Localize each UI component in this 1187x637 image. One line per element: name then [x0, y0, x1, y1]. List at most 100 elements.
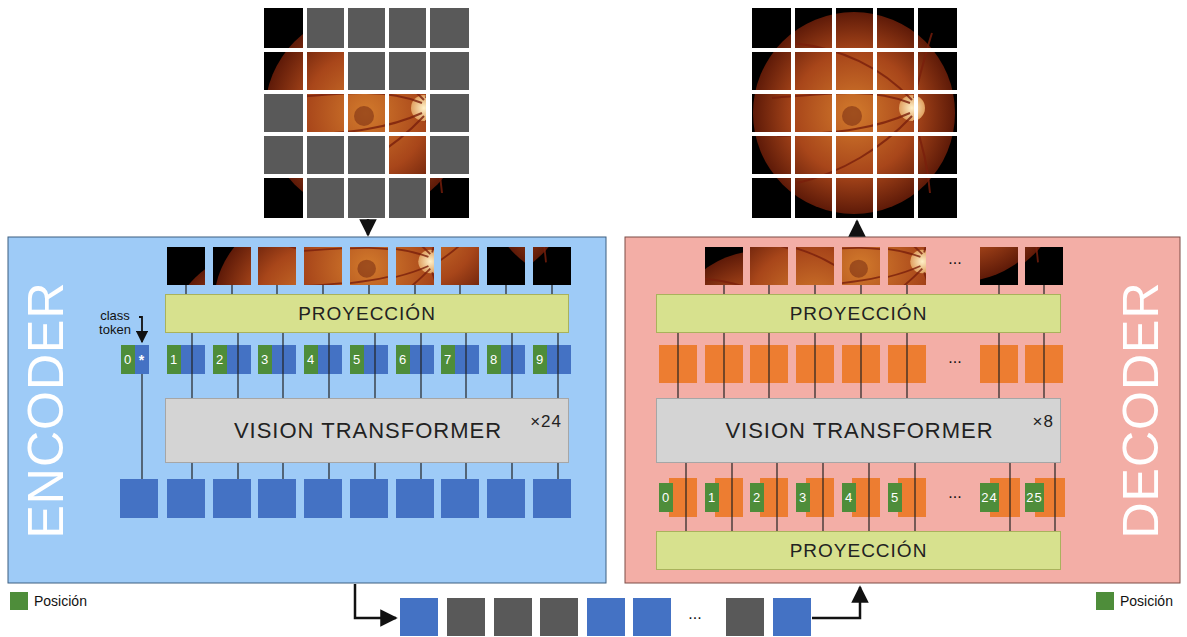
encoder-token-squares — [406, 345, 434, 374]
encoder-patches — [167, 95, 677, 437]
connector — [868, 463, 869, 531]
box-label: 7 — [444, 353, 452, 366]
decoder-token-squares — [669, 478, 697, 517]
encoder-token-squares — [360, 345, 388, 374]
box-label: 24 — [981, 491, 997, 504]
masked-image — [346, 176, 387, 218]
encoder-output-squares — [304, 479, 342, 518]
box-label: 8 — [490, 353, 498, 366]
position-tag: 7 — [441, 345, 455, 374]
connector — [328, 333, 329, 398]
encoder-output-squares — [441, 479, 479, 518]
encoder-output-squares — [487, 479, 525, 518]
position-tag: 8 — [487, 345, 501, 374]
latent-sequence — [773, 598, 811, 636]
latent-sequence — [494, 598, 532, 636]
repeat-count: ×8 — [1033, 413, 1054, 432]
ellipsis: ... — [675, 605, 715, 623]
latent-sequence — [400, 598, 811, 636]
flow-arrows — [355, 584, 396, 618]
encoder-token-squares — [451, 345, 479, 374]
masked-image — [346, 134, 387, 176]
connector — [1054, 463, 1055, 531]
connector — [237, 333, 238, 398]
flow-arrows — [812, 587, 860, 618]
connector — [677, 333, 678, 398]
panel-title: ENCODER — [20, 281, 70, 538]
ellipsis: ... — [935, 250, 975, 268]
encoder-output-squares — [258, 479, 296, 518]
connector — [768, 333, 769, 398]
encoder-patches — [487, 95, 677, 285]
masked-image — [264, 8, 469, 218]
transformer-block: VISION TRANSFORMER×8 — [656, 398, 1061, 463]
connector — [860, 333, 861, 398]
encoder-panel: ENCODERPROYECCIÓN0*123456789VISION TRANS… — [8, 237, 606, 583]
latent-sequence — [540, 598, 578, 636]
position-tag: 25 — [1025, 483, 1044, 512]
box-label: 0 — [662, 491, 670, 504]
decoder-token-squares — [806, 478, 834, 517]
connector — [822, 463, 823, 531]
decoder-token-squares — [898, 478, 926, 517]
decoder-token-squares — [760, 478, 788, 517]
masked-image — [346, 8, 387, 50]
wires — [186, 285, 552, 294]
position-tag: 3 — [258, 345, 272, 374]
masked-image — [264, 8, 469, 218]
encoder-ground — [8, 237, 606, 583]
legend-swatch — [1096, 592, 1114, 610]
encoder-token-squares — [268, 345, 296, 374]
latent-sequence — [447, 598, 485, 636]
encoder-output-squares — [120, 479, 158, 518]
wires — [724, 285, 1044, 294]
ellipsis: ... — [935, 349, 975, 367]
box-label: 9 — [536, 353, 544, 366]
box-label: PROYECCIÓN — [298, 304, 436, 323]
box-label: 3 — [799, 491, 807, 504]
encoder-token-squares — [223, 345, 251, 374]
position-tag: 24 — [980, 483, 999, 512]
flow-arrows — [856, 221, 859, 236]
latent-sequence — [633, 598, 671, 636]
masked-image — [305, 176, 346, 218]
masked-image — [346, 50, 387, 92]
connector — [914, 463, 915, 531]
connector — [685, 463, 686, 531]
box-label: 25 — [1026, 491, 1042, 504]
masked-image — [428, 92, 469, 134]
box-label: PROYECCIÓN — [790, 304, 928, 323]
masked-image — [387, 176, 428, 218]
connector — [511, 333, 512, 398]
wires — [192, 463, 558, 479]
position-tag: 1 — [705, 483, 719, 512]
projection-bar: PROYECCIÓN — [656, 531, 1061, 570]
latent-sequence — [587, 598, 625, 636]
encoder-output-squares — [533, 479, 571, 518]
position-tag: 2 — [213, 345, 227, 374]
box-label: 0 — [124, 353, 132, 366]
masked-image — [305, 8, 346, 50]
position-tag: 2 — [750, 483, 764, 512]
position-tag: 3 — [796, 483, 810, 512]
position-tag: 0 — [121, 345, 135, 374]
position-tag: 0 — [659, 483, 673, 512]
flow-arrows — [139, 317, 142, 342]
reconstructed-image — [752, 8, 957, 218]
decoder-patches — [873, 95, 1063, 285]
box-label: 1 — [708, 491, 716, 504]
projection-bar: PROYECCIÓN — [656, 294, 1061, 333]
panel-title: DECODER — [1115, 281, 1165, 538]
wires — [141, 374, 142, 479]
connector — [998, 333, 999, 398]
annotation: class token — [93, 309, 137, 337]
masked-image — [264, 134, 305, 176]
box-label: 5 — [891, 491, 899, 504]
decoder-ground — [625, 237, 1180, 583]
masked-image — [428, 50, 469, 92]
connector — [776, 463, 777, 531]
masked-image — [428, 134, 469, 176]
encoder-output-squares — [350, 479, 388, 518]
position-tag: 5 — [350, 345, 364, 374]
transformer-block: VISION TRANSFORMER×24 — [165, 398, 569, 463]
